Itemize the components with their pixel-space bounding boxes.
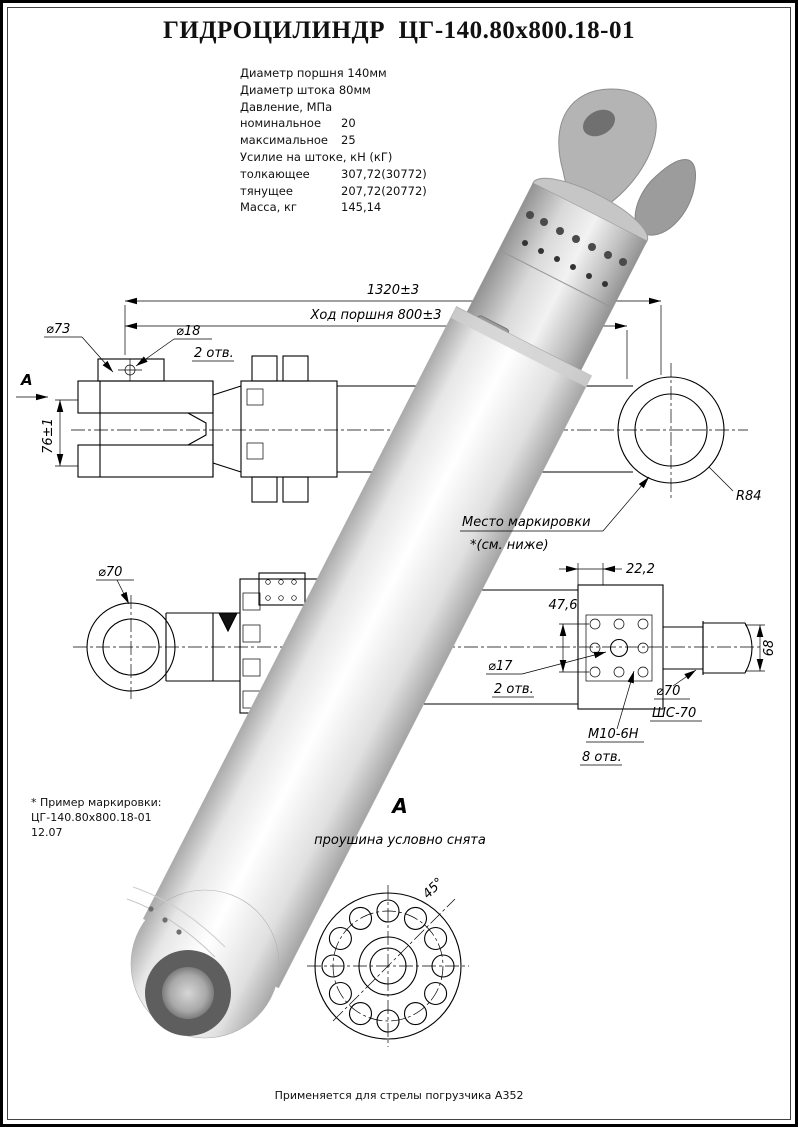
dim-w222-text: 22,2 (626, 562, 655, 577)
hub-outer (358, 936, 418, 996)
dim-m10: М10-6Н 8 отв. (580, 670, 644, 766)
marking-example: * Пример маркировки: ЦГ-140.80х800.18-01… (31, 795, 161, 840)
dim-w222: 22,2 (559, 562, 655, 585)
spec-row: Диаметр штока 80мм (240, 82, 427, 99)
dim-h68-text: 68 (762, 640, 777, 657)
dim-d73: ⌀73 (44, 322, 114, 373)
dim-w476: 47,6 (549, 598, 589, 673)
spec-value: 20 (341, 116, 356, 131)
flange-outer (314, 892, 462, 1040)
dim-d17: ⌀17 2 отв. (486, 651, 607, 698)
clevis-ear-back (634, 159, 696, 236)
dim-d18: ⌀18 2 отв. (135, 324, 234, 367)
spec-label: Давление, МПа (240, 99, 333, 114)
bleed-valve (218, 612, 238, 633)
view-a-note: проушина условно снята (314, 833, 486, 848)
dim-8otv-text: 8 отв. (582, 750, 622, 765)
hub-bore (369, 947, 407, 985)
spec-label: Масса, кг (240, 200, 297, 215)
rod-end (663, 621, 753, 675)
view-a-label: А (390, 794, 407, 818)
section-arrow-label: А (20, 371, 33, 389)
center-hole-d17 (609, 638, 629, 658)
dim-45deg-text: 45° (420, 875, 447, 902)
r84-leader (708, 466, 734, 492)
dim-shs70-text: ШС-70 (652, 706, 696, 721)
port-block-top-view (240, 355, 338, 503)
marking-example-line: 12.07 (31, 826, 63, 839)
dim-2otv-top-text: 2 отв. (194, 346, 234, 361)
dim-d18-text: ⌀18 (176, 324, 200, 339)
dim-m10-text: М10-6Н (588, 727, 639, 742)
dim-d73-text: ⌀73 (46, 322, 70, 337)
bolt-holes (321, 899, 455, 1033)
front-eye-top-view: R84 (617, 363, 762, 504)
cylinder-photo (126, 88, 696, 1039)
spec-label: Диаметр поршня 140мм (240, 66, 387, 80)
technical-drawing: А 1320±3 Ход поршня 800±3 (16, 88, 777, 1047)
spec-label: номинальное (240, 116, 322, 131)
spec-label: толкающее (240, 166, 310, 181)
spec-row: максимальное 25 (240, 132, 427, 149)
drawing-title: ГИДРОЦИЛИНДР ЦГ-140.80х800.18-01 (162, 17, 635, 44)
spec-row: толкающее 307,72(30772) (240, 166, 427, 183)
eye-bore (162, 967, 214, 1019)
dim-r84-text: R84 (736, 489, 762, 504)
application-note: Применяется для стрелы погрузчика А352 (274, 1089, 524, 1102)
dim-d70-left: ⌀70 (96, 565, 134, 605)
dim-2otv-mid-text: 2 отв. (494, 682, 534, 697)
spec-value: 307,72(30772) (341, 166, 427, 181)
spec-label: Диаметр штока 80мм (240, 82, 371, 97)
barrel-body (142, 306, 593, 989)
spec-row: тянущее 207,72(20772) (240, 183, 427, 200)
marking-example-line: ЦГ-140.80х800.18-01 (31, 811, 152, 824)
rear-clevis-outline (77, 358, 242, 478)
weld-band (451, 307, 592, 387)
spec-block: Диаметр поршня 140мм Диаметр штока 80мм … (240, 65, 427, 216)
dim-w476-text: 47,6 (549, 598, 578, 613)
dim-stroke-text: Ход поршня 800±3 (309, 308, 441, 323)
spec-row: Усилие на штоке, кН (кГ) (240, 149, 427, 166)
spec-value: 207,72(20772) (341, 183, 427, 198)
spec-label: максимальное (240, 133, 328, 148)
dim-d70-right: ⌀70 ШС-70 (650, 669, 702, 722)
cap-screws (148, 906, 182, 935)
spec-row: Давление, МПа (240, 99, 427, 116)
dim-d17-text: ⌀17 (488, 659, 513, 674)
clevis-hole (582, 109, 616, 137)
spec-row: Диаметр поршня 140мм (240, 65, 427, 82)
dim-overall-text: 1320±3 (367, 283, 419, 298)
spec-row: номинальное 20 (240, 115, 427, 132)
top-side-view: А 1320±3 Ход поршня 800±3 (16, 283, 762, 504)
gland-bolts (522, 211, 627, 287)
bearing-hatched (702, 622, 753, 674)
spec-row: Масса, кг 145,14 (240, 199, 427, 216)
marking-example-line: * Пример маркировки: (31, 796, 162, 809)
marking-callout: Место маркировки *(см. ниже) (460, 476, 650, 553)
spec-label: Усилие на штоке, кН (кГ) (240, 149, 393, 164)
gland-seam (498, 249, 614, 309)
cap-highlight-2 (126, 898, 216, 958)
spec-value: 145,14 (341, 200, 382, 215)
marking-see-below-text: *(см. ниже) (470, 538, 549, 553)
rear-clevis-side-view (165, 612, 240, 682)
rear-eye-side-view (86, 595, 176, 699)
head-block (577, 584, 664, 710)
bolt-circle (332, 910, 444, 1022)
dim-d70-right-text: ⌀70 (656, 684, 680, 699)
spec-label: тянущее (240, 183, 293, 198)
dim-h76-text: 76±1 (41, 418, 56, 454)
dim-h68: 68 (745, 624, 777, 672)
dim-h76: 76±1 (41, 399, 78, 467)
marking-location-text: Место маркировки (462, 515, 591, 530)
spec-value: 25 (341, 133, 356, 148)
cap-highlight-1 (132, 886, 226, 948)
dim-d70-left-text: ⌀70 (98, 565, 122, 580)
